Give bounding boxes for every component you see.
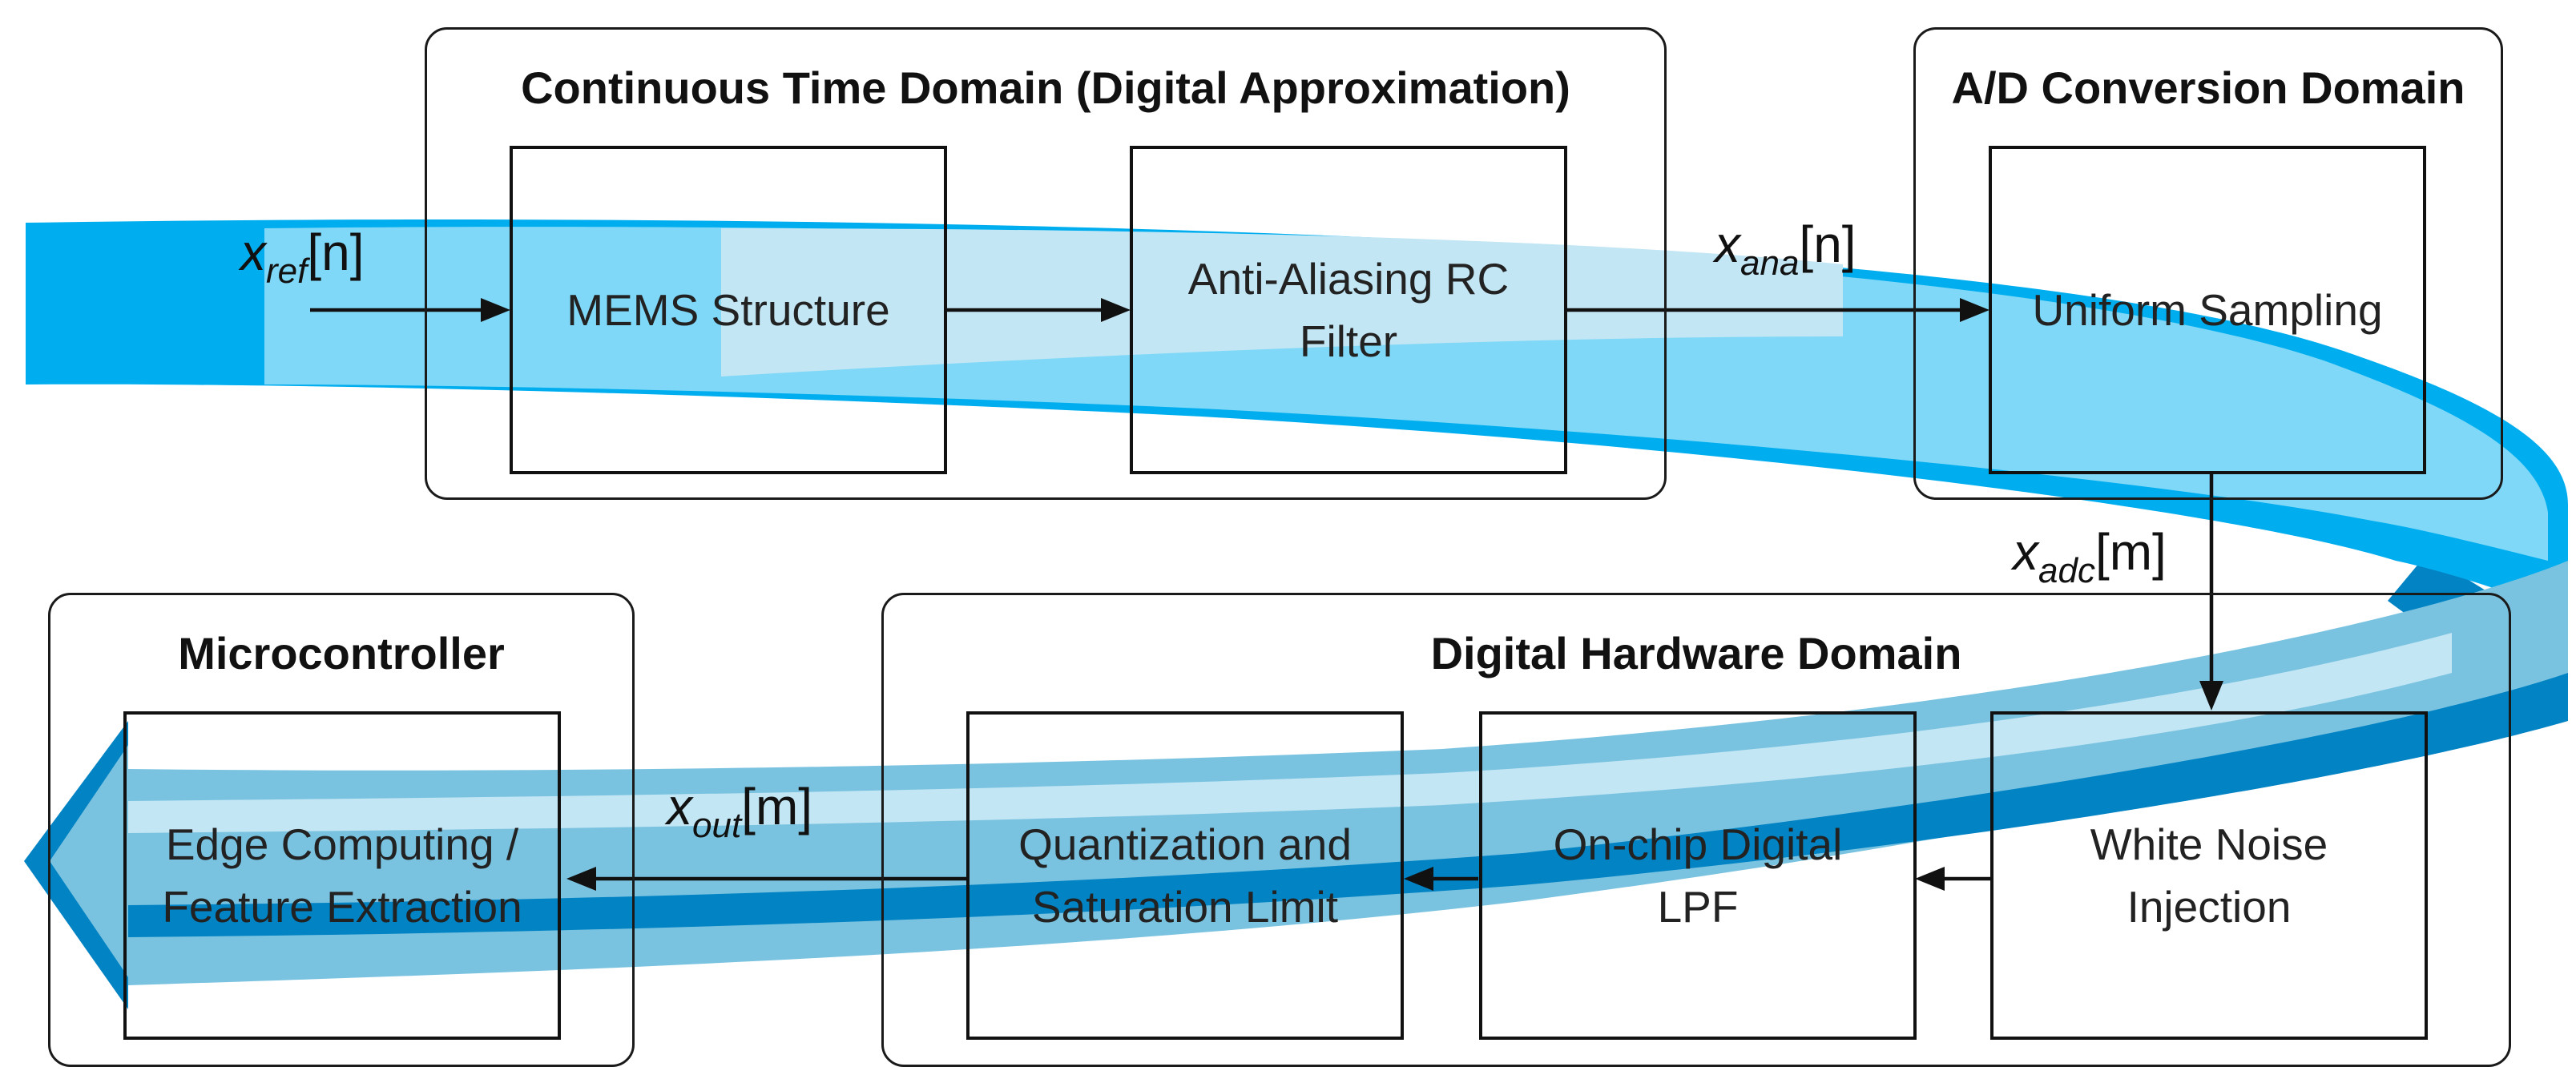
signal-out-sub: out <box>692 806 742 845</box>
domain-microcontroller: Microcontroller <box>48 593 635 1067</box>
signal-ref-sub: ref <box>266 252 308 291</box>
signal-label-x-adc: xadc[m] <box>2013 522 2167 591</box>
signal-ref-var: x <box>240 223 266 281</box>
signal-ana-arg: [n] <box>1799 215 1856 273</box>
block-mems-structure: MEMS Structure <box>510 146 947 474</box>
signal-adc-arg: [m] <box>2094 523 2167 581</box>
domain-digital-hardware: Digital Hardware Domain <box>881 593 2511 1067</box>
signal-ref-arg: [n] <box>307 223 365 281</box>
ribbon-upper-highlight <box>721 228 1843 376</box>
block-sampling-label: Uniform Sampling <box>2032 284 2383 335</box>
ribbon-lower-dark <box>128 673 2568 937</box>
signal-adc-sub: adc <box>2038 551 2095 590</box>
block-edge-label: Edge Computing / Feature Extraction <box>162 819 522 932</box>
signal-out-arg: [m] <box>741 778 813 835</box>
signal-label-x-out: xout[m] <box>667 777 812 846</box>
signal-ana-var: x <box>1715 215 1740 273</box>
signal-adc-var: x <box>2013 523 2038 581</box>
signal-ana-sub: ana <box>1740 244 1800 283</box>
signal-label-x-ref: xref[n] <box>240 223 365 292</box>
domain-continuous-time: Continuous Time Domain (Digital Approxim… <box>425 27 1667 500</box>
domain-title-micro: Microcontroller <box>178 628 505 678</box>
ribbon-lower-inner <box>128 633 2452 833</box>
block-edge-computing: Edge Computing / Feature Extraction <box>123 711 561 1040</box>
signal-out-var: x <box>667 778 692 835</box>
block-mems-label: MEMS Structure <box>566 284 890 335</box>
block-anti-aliasing-filter: Anti-Aliasing RC Filter <box>1130 146 1567 474</box>
domain-ad-conversion: A/D Conversion Domain <box>1913 27 2503 500</box>
block-white-noise-injection: White Noise Injection <box>1990 711 2428 1040</box>
connector-arrows <box>310 298 2223 891</box>
signal-label-x-ana: xana[n] <box>1715 215 1856 284</box>
block-noise-label: White Noise Injection <box>2090 819 2328 932</box>
domain-title-digital: Digital Hardware Domain <box>1430 628 1962 678</box>
ribbon-arrowhead-light <box>50 745 128 977</box>
domain-title-adc: A/D Conversion Domain <box>1951 62 2465 113</box>
block-uniform-sampling: Uniform Sampling <box>1989 146 2426 474</box>
block-quant-label: Quantization and Saturation Limit <box>1018 819 1352 932</box>
domain-title-continuous: Continuous Time Domain (Digital Approxim… <box>521 62 1570 113</box>
block-lpf-label: On-chip Digital LPF <box>1553 819 1843 932</box>
block-onchip-digital-lpf: On-chip Digital LPF <box>1479 711 1917 1040</box>
block-quantization-saturation: Quantization and Saturation Limit <box>966 711 1404 1040</box>
block-aa-label: Anti-Aliasing RC Filter <box>1187 253 1510 366</box>
